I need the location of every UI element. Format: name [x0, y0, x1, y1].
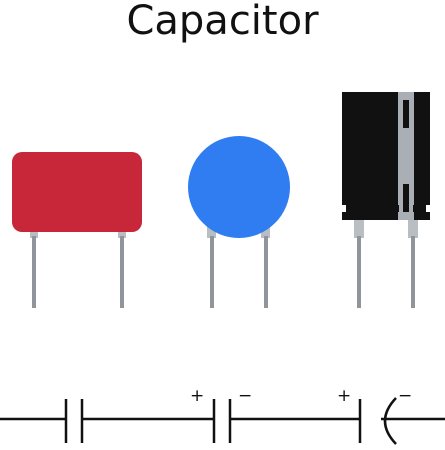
ceramic-capacitor-lead-right [264, 236, 268, 308]
electrolytic-capacitor [342, 92, 430, 308]
minus-sign: − [238, 386, 252, 406]
electrolytic-capacitor-stripe-mark-top [403, 100, 409, 128]
film-capacitor-lead-base-left [30, 228, 38, 238]
plus-sign: + [337, 386, 351, 406]
ceramic-disc-capacitor [188, 136, 290, 308]
electrolytic-capacitor-body [342, 92, 430, 220]
electrolytic-capacitor-lead-left [357, 236, 361, 308]
film-capacitor-lead-left [32, 236, 36, 308]
electrolytic-capacitor-lead-base-left [354, 220, 364, 238]
film-capacitor-lead-right [120, 236, 124, 308]
plus-sign: + [190, 386, 204, 406]
ceramic-capacitor-lead-left [210, 236, 214, 308]
film-capacitor-lead-base-right [118, 228, 126, 238]
electrolytic-capacitor-lead-right [411, 236, 415, 308]
electrolytic-capacitor-stripe-mark-bottom [403, 184, 409, 212]
minus-sign: − [398, 386, 412, 406]
film-capacitor [12, 152, 142, 308]
electrolytic-capacitor-lead-base-right [408, 220, 418, 238]
film-capacitor-body [12, 152, 142, 232]
circuit-symbols [0, 397, 445, 445]
capacitor-curved-plate [383, 397, 397, 445]
ceramic-capacitor-lead-base-left [207, 226, 216, 238]
ceramic-capacitor-disc [188, 136, 290, 238]
diagram-title: Capacitor [126, 0, 319, 44]
ceramic-capacitor-lead-base-right [261, 226, 270, 238]
electrolytic-capacitor-stripe [398, 92, 414, 220]
